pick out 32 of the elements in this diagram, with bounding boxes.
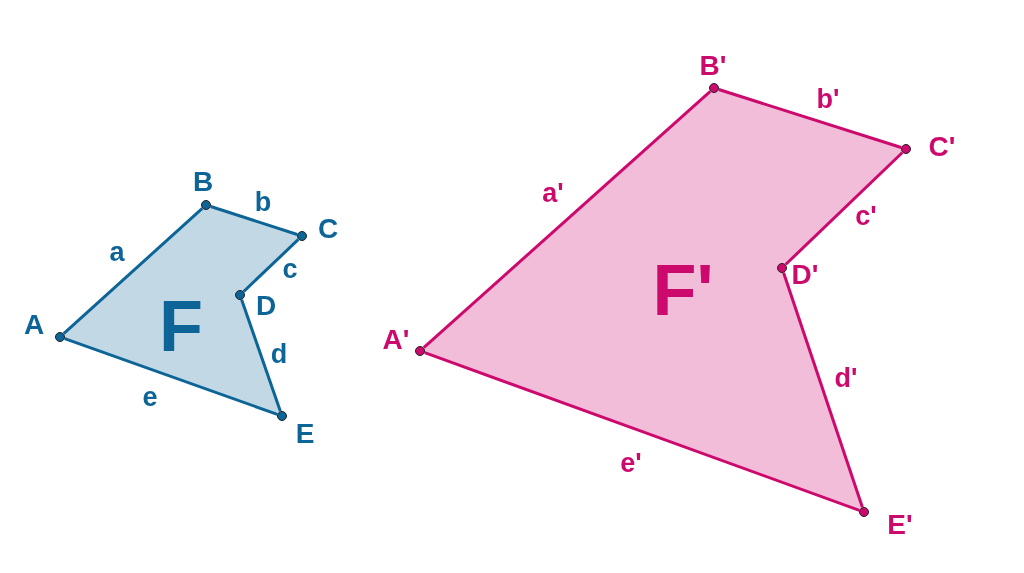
vertex-label: A [23,311,45,339]
side-label: d' [834,364,858,392]
vertex-label: B' [699,52,727,80]
side-label: b [254,188,272,216]
polygon-side [64,337,278,416]
vertex-label: D [255,292,277,320]
polygon-side [210,205,298,236]
vertex-label: D' [791,261,819,289]
polygon-side [424,351,860,512]
vertex-label: A' [382,326,410,354]
polygon-side [240,299,282,412]
side-label: e' [620,449,642,477]
side-label: d [270,340,288,368]
vertex-label: B [192,168,214,196]
side-label: c [282,255,298,283]
side-label: e [142,383,158,411]
polygon-side [422,90,712,349]
polygon-side [718,88,902,149]
side-label: b' [816,85,840,113]
figure-label: F [159,290,203,362]
side-label: a [109,238,125,266]
polygon-side [784,151,904,266]
figure-label: F' [652,254,714,326]
polygon-side [62,207,204,335]
vertex-label: E' [887,511,913,539]
polygon-side [782,272,864,508]
vertex-label: C [317,215,339,243]
side-label: c' [855,202,877,230]
side-label: a' [542,179,564,207]
vertex-label: C' [928,133,956,161]
vertex-label: E [295,420,315,448]
polygon-side [242,238,300,293]
